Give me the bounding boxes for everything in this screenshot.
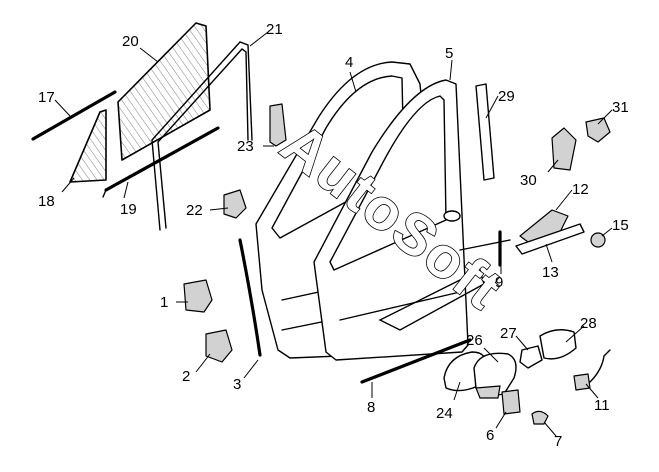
callout-2: 2 bbox=[182, 368, 190, 385]
part-28-mirror-cover[interactable] bbox=[539, 329, 577, 360]
part-13-handle-cover[interactable] bbox=[515, 223, 585, 255]
callout-31: 31 bbox=[612, 99, 629, 116]
leader-lines bbox=[54, 31, 613, 437]
callout-1: 1 bbox=[160, 294, 168, 311]
callout-19: 19 bbox=[120, 201, 137, 218]
part-6-mirror-bracket[interactable] bbox=[501, 389, 521, 415]
callout-18: 18 bbox=[38, 193, 55, 210]
callout-8: 8 bbox=[367, 399, 375, 416]
callout-15: 15 bbox=[612, 217, 629, 234]
part-1-upper-hinge[interactable] bbox=[183, 279, 213, 313]
part-30-lock-bracket[interactable] bbox=[551, 127, 577, 171]
callout-11: 11 bbox=[594, 397, 610, 414]
callout-26: 26 bbox=[466, 332, 483, 349]
part-27-mirror-motor[interactable] bbox=[519, 345, 543, 369]
callout-labels: 17 18 19 20 21 22 23 4 5 29 1 2 3 8 9 12… bbox=[38, 21, 629, 450]
callout-6: 6 bbox=[486, 427, 494, 444]
part-12-outer-handle[interactable] bbox=[519, 209, 569, 243]
callout-5: 5 bbox=[445, 45, 453, 62]
part-15-lock-cylinder[interactable] bbox=[590, 232, 606, 248]
callout-29: 29 bbox=[498, 88, 515, 105]
callout-4: 4 bbox=[345, 54, 353, 71]
part-26-mirror-housing[interactable] bbox=[473, 352, 517, 399]
part-19-lower-channel[interactable] bbox=[102, 126, 220, 198]
window-regulator[interactable] bbox=[378, 239, 511, 331]
callout-21: 21 bbox=[266, 21, 283, 38]
callout-24: 24 bbox=[436, 405, 453, 422]
part-17-outer-belt-strip[interactable] bbox=[31, 90, 117, 141]
callout-3: 3 bbox=[233, 376, 241, 393]
callout-28: 28 bbox=[580, 315, 597, 332]
callout-9: 9 bbox=[495, 274, 503, 291]
part-11-wiring-connector[interactable] bbox=[573, 349, 611, 391]
callout-27: 27 bbox=[500, 325, 517, 342]
part-22-bracket[interactable] bbox=[223, 189, 247, 219]
part-5-door-inner-panel[interactable] bbox=[313, 79, 469, 361]
callout-23: 23 bbox=[237, 138, 254, 155]
callout-13: 13 bbox=[542, 264, 559, 281]
part-2-lower-hinge[interactable] bbox=[205, 329, 233, 363]
callout-12: 12 bbox=[572, 181, 589, 198]
callout-20: 20 bbox=[122, 33, 139, 50]
callout-7: 7 bbox=[554, 433, 562, 450]
part-20-door-glass[interactable] bbox=[117, 22, 211, 161]
part-8-lower-strip[interactable] bbox=[360, 338, 472, 384]
callout-17: 17 bbox=[38, 89, 55, 106]
part-29-pillar-trim[interactable] bbox=[475, 83, 495, 181]
part-7-cap[interactable] bbox=[531, 410, 549, 425]
part-31-striker[interactable] bbox=[585, 117, 611, 143]
part-23-bracket[interactable] bbox=[269, 103, 287, 147]
part-18-quarter-glass[interactable] bbox=[69, 109, 107, 183]
part-21-glass-run-channel[interactable] bbox=[151, 41, 253, 231]
callout-30: 30 bbox=[520, 172, 537, 189]
part-3-door-seal[interactable] bbox=[238, 238, 262, 357]
callout-22: 22 bbox=[186, 202, 203, 219]
